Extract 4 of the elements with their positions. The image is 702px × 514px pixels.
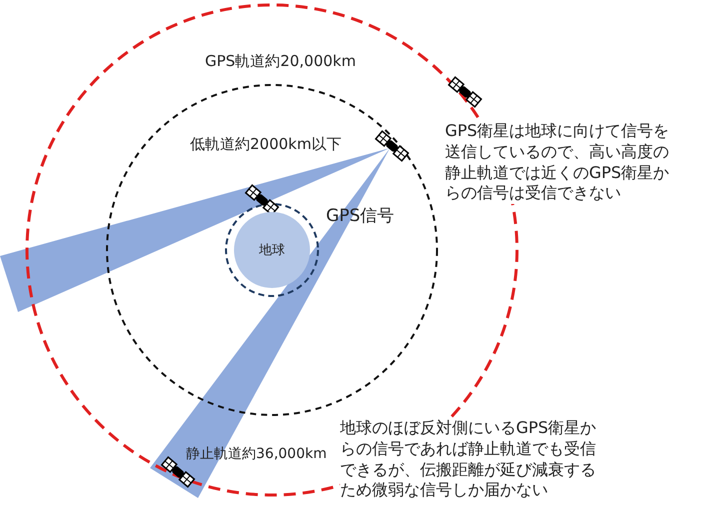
orbit-label: 低軌道約2000km以下 (190, 135, 340, 154)
signal-label: GPS信号 (326, 206, 396, 228)
earth-circle: 地球 (234, 212, 310, 288)
orbit-label: GPS軌道約20,000km (205, 52, 355, 71)
